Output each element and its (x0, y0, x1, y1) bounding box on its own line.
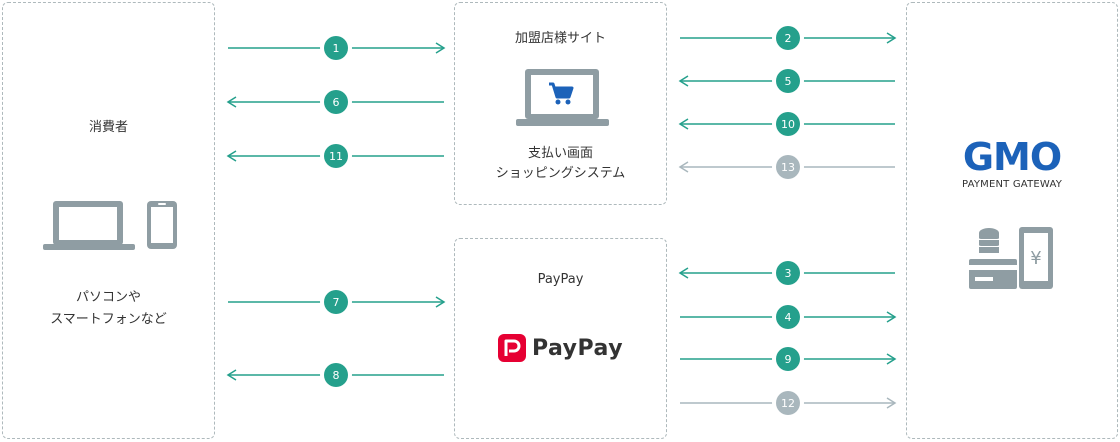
step-12-arrow: 12 (680, 387, 897, 419)
step-11-number: 11 (329, 150, 343, 163)
step-10-number: 10 (781, 118, 795, 131)
cart-icon (549, 82, 574, 105)
step-9-arrowhead-icon (886, 353, 897, 365)
step-1-arrow: 1 (228, 32, 446, 64)
step-8-badge (324, 363, 348, 387)
step-13-arrow: 13 (678, 151, 895, 183)
step-2-arrowhead-icon (886, 32, 897, 44)
gmo-subtitle: PAYMENT GATEWAY (961, 179, 1063, 190)
paypay-logo: PayPay (455, 334, 666, 362)
step-1-number: 1 (333, 42, 340, 55)
yen-phone-icon: ¥ (1019, 227, 1053, 289)
step-10-badge (776, 112, 800, 136)
step-4-arrow: 4 (680, 301, 897, 333)
smartphone-icon (147, 201, 177, 249)
step-3-badge (776, 261, 800, 285)
step-1-badge (324, 36, 348, 60)
step-12-badge (776, 391, 800, 415)
step-4-number: 4 (785, 311, 792, 324)
step-8-arrow: 8 (226, 359, 444, 391)
step-6-number: 6 (333, 96, 340, 109)
step-4-badge (776, 305, 800, 329)
step-6-arrowhead-icon (226, 96, 237, 108)
step-7-arrow: 7 (228, 286, 446, 318)
consumer-title: 消費者 (88, 120, 128, 135)
paypay-title: PayPay (537, 272, 584, 287)
gmo-logo-text: GMO (962, 135, 1062, 179)
step-10-arrowhead-icon (678, 118, 689, 130)
laptop-icon (43, 201, 135, 250)
consumer-box: 消費者 パソコンや スマートフォンなど (2, 2, 215, 439)
merchant-box: 加盟店様サイト 支払い画面 ショッピングシステム (454, 2, 667, 205)
step-12-arrowhead-icon (886, 397, 897, 409)
merchant-title: 加盟店様サイト (514, 31, 606, 46)
step-3-number: 3 (785, 267, 792, 280)
step-5-arrowhead-icon (678, 75, 689, 87)
step-9-number: 9 (785, 353, 792, 366)
step-11-badge (324, 144, 348, 168)
consumer-devices-line1: パソコンや (75, 290, 141, 305)
step-11-arrow: 11 (226, 140, 444, 172)
step-7-number: 7 (333, 296, 340, 309)
step-8-number: 8 (333, 369, 340, 382)
paypay-box: PayPay PayPay (454, 238, 667, 439)
step-2-number: 2 (785, 32, 792, 45)
step-13-arrowhead-icon (678, 161, 689, 173)
gmo-logo: GMO PAYMENT GATEWAY (907, 137, 1117, 193)
gmo-box: GMO PAYMENT GATEWAY ¥ (906, 2, 1118, 439)
laptop-cart-icon (516, 69, 609, 126)
yen-symbol-icon: ¥ (1030, 248, 1041, 269)
merchant-caption-line1: 支払い画面 (527, 146, 593, 161)
paypay-logo-text: PayPay (531, 335, 624, 361)
merchant-caption-line2: ショッピングシステム (495, 166, 626, 181)
step-5-badge (776, 69, 800, 93)
step-5-arrow: 5 (678, 65, 895, 97)
step-7-badge (324, 290, 348, 314)
step-9-badge (776, 347, 800, 371)
step-9-arrow: 9 (680, 343, 897, 375)
step-10-arrow: 10 (678, 108, 895, 140)
paypay-logo-icon (497, 334, 526, 362)
step-3-arrowhead-icon (678, 267, 689, 279)
step-2-badge (776, 26, 800, 50)
step-12-number: 12 (781, 397, 795, 410)
step-13-badge (776, 155, 800, 179)
step-13-number: 13 (781, 161, 795, 174)
step-6-badge (324, 90, 348, 114)
step-5-number: 5 (785, 75, 792, 88)
step-3-arrow: 3 (678, 257, 895, 289)
step-11-arrowhead-icon (226, 150, 237, 162)
step-6-arrow: 6 (226, 86, 444, 118)
consumer-devices-line2: スマートフォンなど (50, 312, 167, 327)
step-7-arrowhead-icon (435, 296, 446, 308)
step-1-arrowhead-icon (435, 42, 446, 54)
step-2-arrow: 2 (680, 22, 897, 54)
step-4-arrowhead-icon (886, 311, 897, 323)
coins-card-icon (969, 228, 1017, 289)
step-8-arrowhead-icon (226, 369, 237, 381)
